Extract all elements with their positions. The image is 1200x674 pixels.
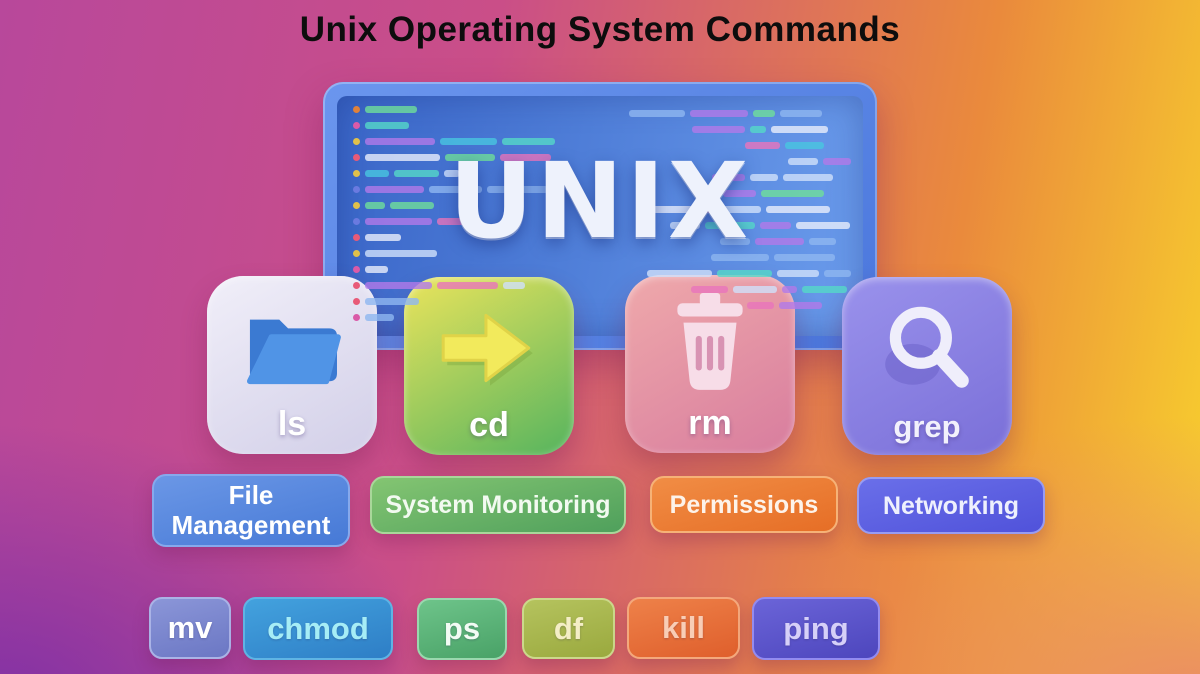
command-badge-mv: mv <box>149 597 231 659</box>
command-badge-ping: ping <box>752 597 880 660</box>
command-tile-cd: cd <box>404 277 574 455</box>
code-lines-left <box>353 106 595 330</box>
arrow-right-icon <box>441 313 533 386</box>
command-badge-kill: kill <box>627 597 740 659</box>
category-permissions: Permissions <box>650 476 838 533</box>
command-tile-grep: grep <box>842 277 1012 455</box>
command-label: rm <box>688 404 732 442</box>
folder-icon <box>246 319 341 385</box>
page-title: Unix Operating System Commands <box>299 10 901 49</box>
category-system-monitoring: System Monitoring <box>370 476 626 534</box>
monitor: UNIX <box>323 82 877 350</box>
command-badge-chmod: chmod <box>243 597 393 660</box>
command-badge-ps: ps <box>417 598 507 660</box>
monitor-screen: UNIX <box>337 96 863 336</box>
code-lines-right <box>620 110 851 318</box>
category-file-management: File Management <box>152 474 350 547</box>
magnifying-glass-icon <box>885 306 969 388</box>
command-label: cd <box>469 406 509 444</box>
category-networking: Networking <box>857 477 1045 534</box>
command-label: grep <box>893 409 961 444</box>
command-tile-ls: ls <box>207 276 377 454</box>
command-badge-df: df <box>522 598 615 659</box>
screen-title: UNIX <box>448 140 752 262</box>
command-label: ls <box>277 405 307 443</box>
trash-icon <box>677 293 743 390</box>
